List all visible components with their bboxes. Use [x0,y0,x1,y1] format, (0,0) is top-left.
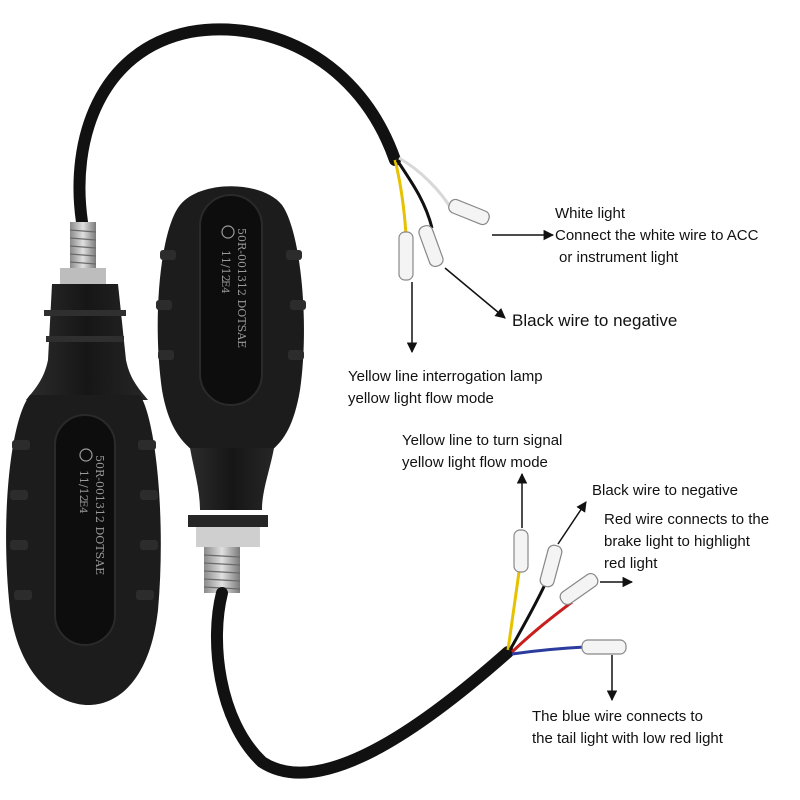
top-cable [73,23,401,228]
bottom-connector-red [559,572,599,606]
bottom-cable [210,587,514,779]
arrow-black-negative-bottom [557,501,587,545]
left-lamp-badge: E4 [77,500,88,514]
right-lamp-neck [190,448,274,510]
top-connector-white [448,198,490,226]
label-yellow-turn: Yellow line to turn signal yellow light … [402,432,563,471]
bottom-connector-blue [581,639,627,655]
label-white-light: White light Connect the white wire to AC… [555,203,758,269]
right-lamp-lens [199,194,263,406]
label-black-negative-bottom: Black wire to negative [592,482,738,499]
label-black-negative-top: Black wire to negative [512,311,678,330]
top-wire-black [395,159,434,229]
right-lamp-serial: 50R-001312 DOTSAE [235,228,248,348]
top-wire-white [398,156,454,211]
right-lamp-thread [204,547,240,593]
right-lamp-cert-icon [221,225,235,239]
label-white-light-line2: or instrument light [559,249,679,266]
left-lamp [6,222,161,705]
bottom-wire-red [510,600,573,654]
bottom-wire-yellow [506,564,522,651]
bottom-connector-black [539,544,563,588]
arrow-black-negative-top [444,267,506,319]
left-lamp-code: 11/12 [77,470,90,502]
bottom-wire-blue [511,645,586,656]
top-wire-yellow [393,159,408,236]
label-yellow-interrogation: Yellow line interrogation lamp yellow li… [348,368,543,407]
label-white-light-line1: Connect the white wire to ACC [555,227,759,244]
label-white-light-title: White light [555,205,626,222]
label-blue-tail: The blue wire connects to the tail light… [532,708,723,747]
top-connector-yellow [398,231,414,281]
right-lamp-badge: E4 [219,280,230,294]
right-lamp [156,186,306,593]
left-lamp-lens [54,414,116,646]
right-lamp-code: 11/12 [219,250,232,282]
label-red-brake: Red wire connects to the brake light to … [604,511,770,572]
left-lamp-cert-icon [79,448,93,462]
top-connector-black [418,224,444,268]
bottom-connector-yellow [513,529,529,573]
left-lamp-serial: 50R-001312 DOTSAE [93,455,106,575]
